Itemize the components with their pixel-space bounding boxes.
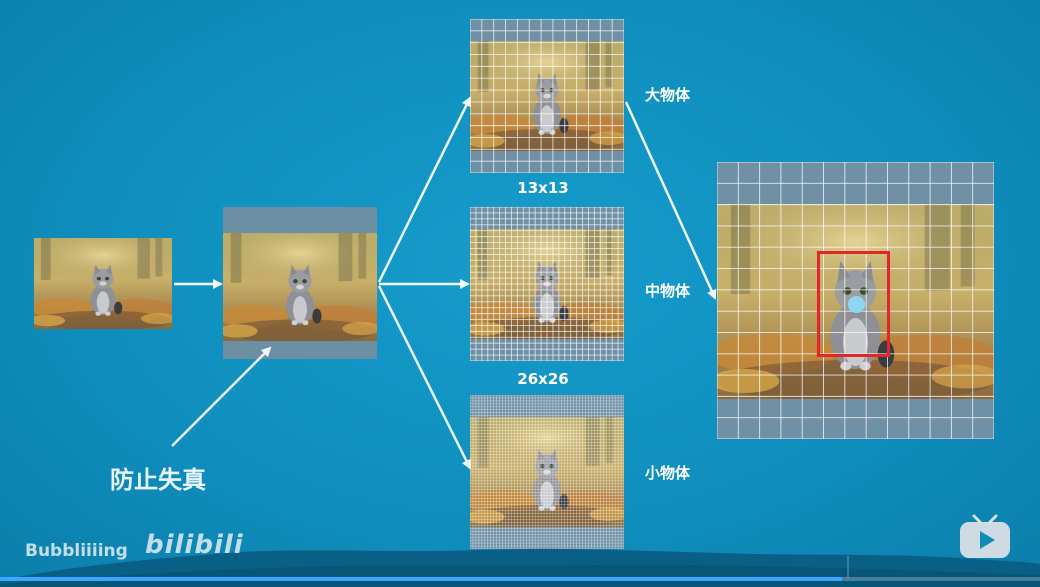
grid-size-label-13: 13x13 (517, 179, 569, 197)
object-label-small: 小物体 (645, 464, 691, 482)
grid-image-52 (470, 395, 624, 549)
grid-size-label-26: 26x26 (517, 370, 569, 388)
object-label-large: 大物体 (645, 86, 691, 104)
watermark-logo: bilibili (145, 530, 244, 560)
arrow-13-to-output (624, 101, 717, 300)
output-grid-image (717, 162, 994, 439)
grid-overlay-13 (470, 19, 624, 173)
object-label-medium: 中物体 (645, 282, 691, 300)
center-point (848, 296, 865, 313)
grid-overlay-52 (470, 395, 624, 549)
grid-overlay-26 (470, 207, 624, 361)
arrow-annotation (171, 346, 272, 447)
letterbox-image (223, 207, 377, 359)
letterbox-pad-top (223, 207, 377, 233)
arrow-to-52 (377, 285, 472, 470)
grid-image-13 (470, 19, 624, 173)
annotation-text: 防止失真 (110, 466, 206, 494)
arrow-to-13 (377, 96, 472, 283)
bilibili-tv-icon (960, 514, 1010, 558)
progress-fill (0, 577, 843, 581)
watermark-user: Bubbliiiing (25, 541, 128, 561)
play-icon (980, 531, 995, 549)
input-image (34, 238, 172, 329)
play-button[interactable] (958, 512, 1012, 560)
grid-image-26 (470, 207, 624, 361)
progress-bar[interactable] (0, 577, 1040, 581)
letterbox-pad-bottom (223, 341, 377, 359)
bounding-box (817, 251, 890, 357)
